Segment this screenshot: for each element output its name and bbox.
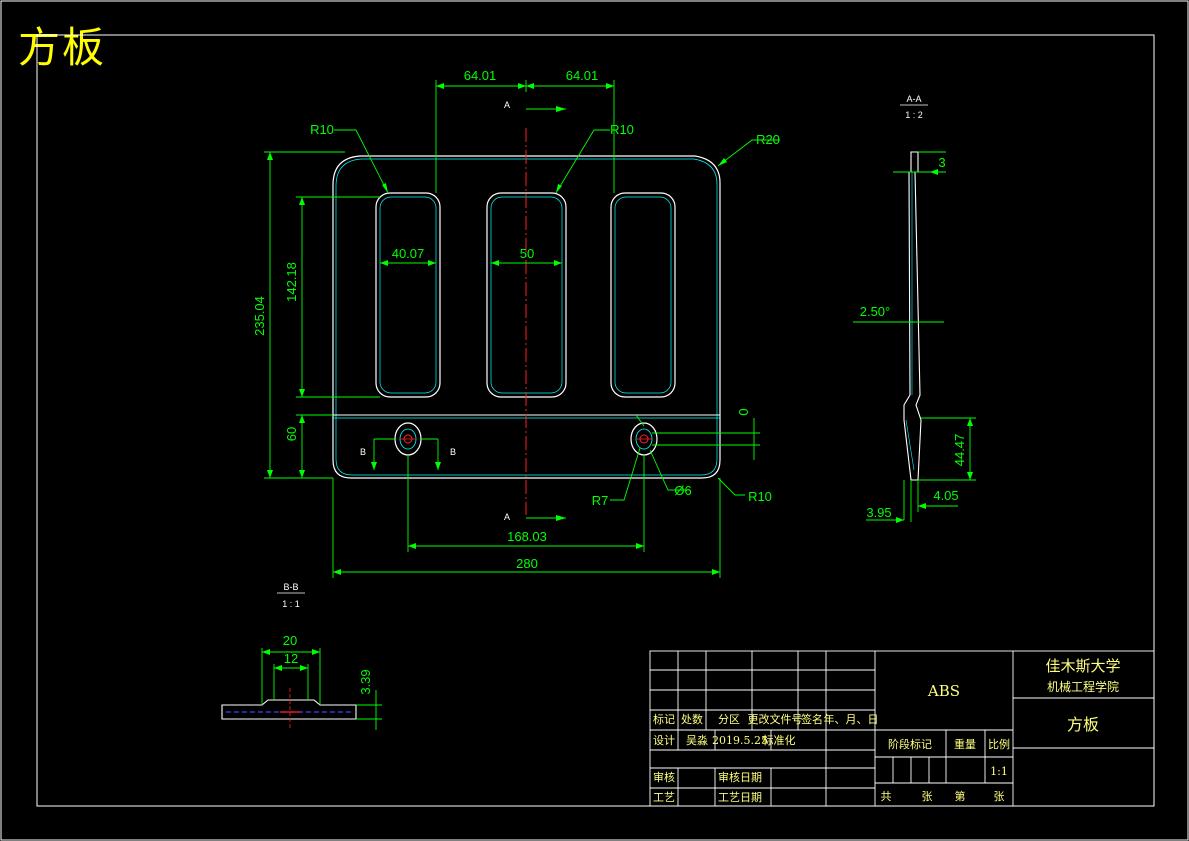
- detail-profile: [221, 699, 357, 720]
- plate-outline: [332, 155, 721, 479]
- tb-material: ABS: [927, 682, 960, 700]
- tb-standardize: 标准化: [763, 733, 796, 747]
- dim-r-top-left: R10: [310, 122, 334, 137]
- tb-header-count: 处数: [681, 713, 703, 726]
- tb-header-sign: 签名: [801, 712, 823, 726]
- dim-left-half: 64.01: [464, 68, 497, 83]
- dim-slot-height: 142.18: [284, 262, 299, 302]
- dim-right-half: 64.01: [566, 68, 599, 83]
- dim-hole-spacing: 168.03: [507, 529, 547, 544]
- main-arrowheads: [267, 83, 727, 575]
- tb-process: 工艺: [653, 791, 675, 804]
- slot-left: [375, 192, 441, 398]
- tb-sheets-total: 共: [881, 790, 892, 803]
- tb-header-date: 年、月、日: [824, 712, 879, 726]
- detail-view: B-B 1 : 1 20 12 3.39: [221, 582, 382, 730]
- detail-dim-outer: 20: [283, 633, 297, 648]
- tb-part-name: 方板: [1067, 715, 1099, 734]
- dim-r-corner: R20: [756, 132, 780, 147]
- dim-overall-width: 280: [516, 556, 538, 571]
- slot-right: [610, 192, 676, 398]
- main-view: 64.01 64.01 R10 R10 R20 40.07 50 235.04 …: [252, 68, 780, 578]
- section-mark-a-bottom: A: [504, 512, 510, 522]
- side-dim-top: 3: [938, 155, 945, 170]
- side-dim-right: 4.05: [933, 488, 958, 503]
- dim-hole-dia: Ø6: [674, 483, 691, 498]
- dim-lower-height: 60: [284, 427, 299, 441]
- detail-view-label: B-B: [283, 582, 298, 592]
- title-block: 标记 处数 分区 更改文件号 签名 年、月、日 设计 吴淼 2019.5.25 …: [649, 650, 1155, 807]
- dim-r-bottom: R10: [748, 489, 772, 504]
- tb-review-date: 审核日期: [718, 770, 762, 784]
- side-dim-angle: 2.50°: [860, 304, 891, 319]
- tb-stage-mark: 阶段标记: [888, 737, 932, 751]
- section-mark-a-top: A: [504, 100, 510, 110]
- dim-slot-width: 40.07: [392, 246, 425, 261]
- tb-ratio-value: 1:1: [990, 765, 1008, 778]
- tb-sheets-unit1: 张: [922, 790, 933, 803]
- dim-slot-center: 50: [520, 246, 534, 261]
- tb-header-zone: 分区: [718, 713, 740, 726]
- tb-process-date: 工艺日期: [718, 791, 762, 804]
- tb-header-change-doc: 更改文件号: [748, 712, 803, 726]
- plate-inner-outline: [335, 158, 718, 476]
- section-mark-b-right: B: [450, 447, 456, 457]
- tb-sheets-no: 第: [955, 789, 966, 803]
- side-view-scale: 1 : 2: [905, 110, 923, 120]
- tb-design-label: 设计: [653, 734, 675, 747]
- section-mark-b-left: B: [360, 447, 366, 457]
- detail-dim-inner: 12: [284, 651, 298, 666]
- drawing-title: 方板: [18, 23, 107, 72]
- tb-ratio: 比例: [988, 737, 1010, 751]
- dim-r-top-middle: R10: [610, 122, 634, 137]
- tb-college: 机械工程学院: [1047, 679, 1119, 694]
- side-dim-left: 3.95: [866, 505, 891, 520]
- side-view-label: A-A: [906, 94, 921, 104]
- dim-overall-height: 235.04: [252, 296, 267, 336]
- dim-r-hole: R7: [592, 493, 609, 508]
- side-dim-height: 44.47: [952, 434, 967, 467]
- title-block-grid: [649, 650, 1155, 807]
- tb-weight: 重量: [954, 737, 976, 751]
- detail-view-scale: 1 : 1: [282, 599, 300, 609]
- detail-dim-lines: [261, 648, 382, 730]
- dim-small-zero: 0: [736, 408, 751, 415]
- main-dim-lines: [264, 80, 780, 578]
- side-view: A-A 1 : 2 3 2.50° 44.47 4.: [853, 94, 976, 523]
- detail-dim-thick: 3.39: [358, 669, 373, 694]
- tb-date: 2019.5.25: [712, 734, 768, 747]
- tb-review: 审核: [653, 770, 675, 784]
- inner-frame: [36, 34, 1155, 807]
- side-profile: [903, 151, 922, 481]
- tb-university: 佳木斯大学: [1045, 657, 1120, 675]
- tb-header-mark: 标记: [653, 712, 675, 726]
- tb-sheets-unit2: 张: [994, 790, 1005, 803]
- tb-designer: 吴淼: [686, 733, 708, 747]
